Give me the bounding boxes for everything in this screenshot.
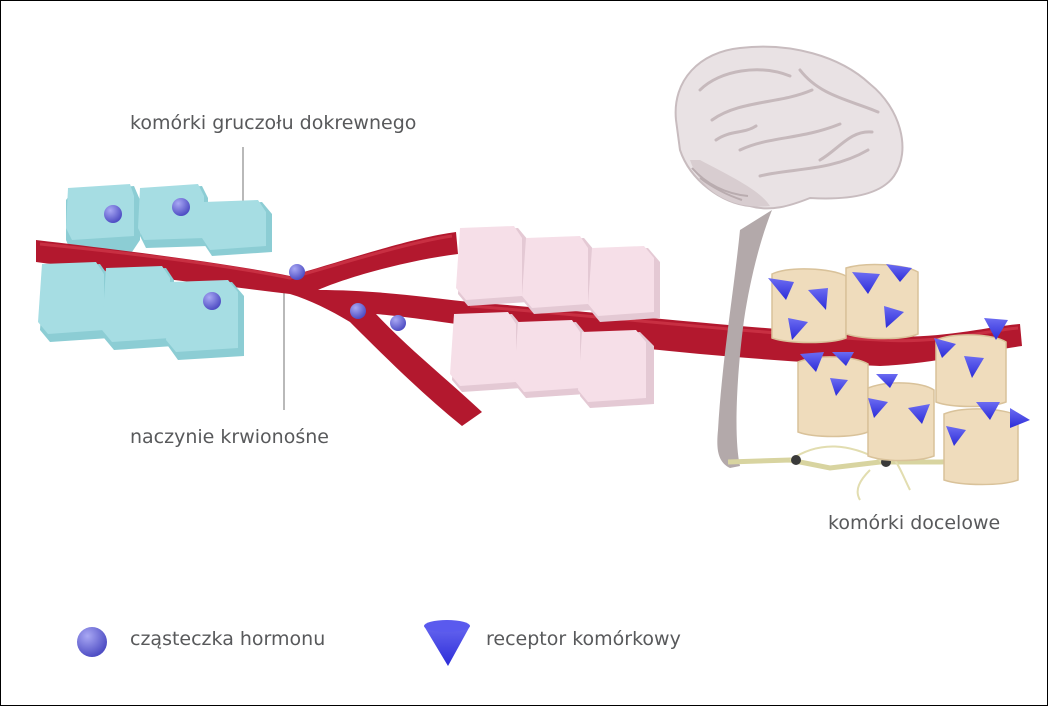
cell-receptor: [1010, 408, 1030, 428]
hormone-molecule: [350, 303, 366, 319]
label-target-cells: komórki docelowe: [828, 512, 1000, 534]
gland-cell: [66, 184, 140, 254]
legend-hormone-label: cząsteczka hormonu: [130, 628, 325, 650]
gland-cell: [202, 200, 272, 256]
label-gland-cells: komórki gruczołu dokrewnego: [130, 112, 416, 134]
legend-receptor-label: receptor komórkowy: [486, 628, 681, 650]
hormone-molecule: [203, 292, 221, 310]
label-blood-vessel: naczynie krwionośne: [130, 426, 329, 448]
gland-cell: [38, 262, 110, 342]
hormone-molecule: [390, 315, 406, 331]
hormone-molecule: [104, 205, 122, 223]
hormone-molecule-icon: [77, 627, 107, 657]
gland-cell: [138, 184, 208, 248]
hormone-molecule: [172, 198, 190, 216]
gland-cell: [166, 280, 244, 360]
hormone-molecule: [289, 264, 305, 280]
gland-cell: [102, 266, 174, 350]
gland-cells: [66, 184, 272, 256]
